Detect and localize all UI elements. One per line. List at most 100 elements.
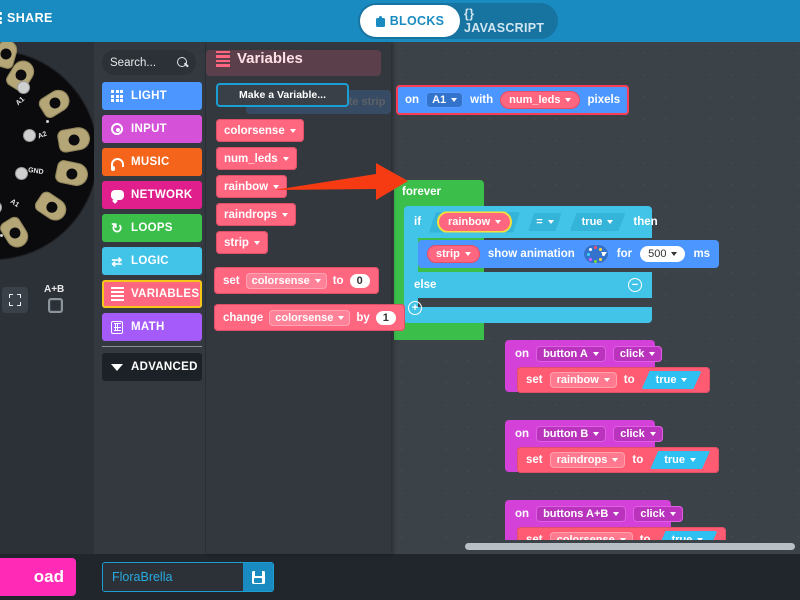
category-variables[interactable]: VARIABLES — [102, 280, 202, 308]
category-light[interactable]: LIGHT — [102, 82, 202, 110]
ab-button[interactable] — [48, 298, 63, 313]
flyout-variable-num-leds[interactable]: num_leds — [216, 147, 297, 170]
share-nodes-icon — [0, 12, 2, 24]
category-music-label: MUSIC — [131, 156, 170, 168]
chevron-down-icon — [600, 252, 607, 256]
lines-icon — [110, 287, 124, 301]
variable-dropdown[interactable]: colorsense — [245, 272, 327, 289]
category-loops[interactable]: ↻ LOOPS — [102, 214, 202, 242]
minus-circle-icon[interactable]: − — [628, 278, 642, 292]
flyout-variable-strip[interactable]: strip — [216, 231, 268, 254]
save-button[interactable] — [243, 563, 273, 591]
event-type-dropdown[interactable]: click — [633, 506, 683, 522]
change-value-input[interactable]: 1 — [375, 310, 396, 325]
chevron-down-icon — [649, 352, 656, 356]
flyout-variable-rainbow[interactable]: rainbow — [216, 175, 288, 198]
project-name-field[interactable]: FloraBrella — [102, 562, 274, 592]
block-else[interactable]: else − — [404, 272, 652, 298]
condition-variable-rainbow[interactable]: rainbow — [439, 213, 510, 231]
variable-label: num_leds — [224, 152, 278, 165]
boolean-value-dropdown[interactable]: true — [570, 213, 626, 231]
if-block-footer: + — [404, 301, 652, 323]
variable-label: rainbow — [224, 180, 269, 193]
block-show-animation[interactable]: strip show animation for 500 — [418, 240, 720, 268]
chevron-down-icon — [607, 220, 613, 224]
category-logic[interactable]: ⇄ LOGIC — [102, 247, 202, 275]
numleds-label: num_leds — [509, 94, 561, 106]
chevron-down-icon — [273, 184, 280, 189]
event-type-label: click — [619, 348, 645, 360]
block-set-rainbow-true[interactable]: set rainbow to true — [517, 367, 711, 393]
category-variables-label: VARIABLES — [131, 288, 200, 300]
tab-javascript[interactable]: {} JAVASCRIPT — [464, 5, 556, 37]
rainbow-animation-icon[interactable] — [582, 244, 609, 264]
variable-dropdown-raindrops[interactable]: raindrops — [549, 452, 626, 468]
pixels-label: pixels — [587, 94, 621, 106]
category-math[interactable]: MATH — [102, 313, 202, 341]
flyout-block-change-variable[interactable]: change colorsense by 1 — [214, 304, 405, 331]
strip-variable[interactable]: strip — [427, 245, 480, 263]
blocks-layer: on A1 with num_leds pixels forever if ra… — [0, 42, 800, 554]
chevron-down-icon — [253, 240, 260, 245]
chevron-down-icon — [565, 98, 572, 102]
to-label: to — [623, 374, 635, 386]
event-type-dropdown[interactable]: click — [612, 346, 663, 362]
category-list: LIGHT INPUT MUSIC NETWORK ↻ LOOPS ⇄ LOGI… — [102, 82, 202, 386]
shuffle-icon: ⇄ — [111, 253, 123, 269]
then-label: then — [633, 216, 658, 228]
comparison-operator-dropdown[interactable]: = — [528, 213, 561, 231]
category-network[interactable]: NETWORK — [102, 181, 202, 209]
block-if-then[interactable]: if rainbow = true then — [404, 206, 658, 238]
boolean-true-dropdown[interactable]: true — [642, 371, 702, 389]
chevron-down-icon — [613, 512, 620, 516]
chevron-down-icon — [289, 128, 296, 133]
share-button[interactable]: SHARE — [0, 9, 59, 27]
category-input[interactable]: INPUT — [102, 115, 202, 143]
if-label: if — [414, 216, 422, 228]
target-icon — [110, 122, 124, 136]
event-type-label: click — [640, 508, 665, 520]
variable-label: colorsense — [224, 124, 285, 137]
pin-dropdown[interactable]: A1 — [426, 92, 464, 108]
chevron-down-icon — [603, 378, 610, 382]
if-condition-slot[interactable]: rainbow — [429, 212, 520, 233]
tab-blocks[interactable]: BLOCKS — [360, 5, 460, 37]
flyout-block-set-variable[interactable]: set colorsense to 0 — [214, 267, 379, 294]
category-music[interactable]: MUSIC — [102, 148, 202, 176]
simulator-fullscreen-button[interactable] — [2, 287, 28, 313]
variable-dropdown-rainbow[interactable]: rainbow — [549, 372, 617, 388]
boolean-true-dropdown[interactable]: true — [650, 451, 710, 469]
button-source-dropdown[interactable]: buttons A+B — [536, 506, 627, 522]
project-name-input[interactable]: FloraBrella — [103, 563, 243, 591]
button-source-label: button B — [543, 428, 589, 440]
download-button[interactable]: oad — [0, 558, 76, 596]
event-type-dropdown[interactable]: click — [613, 426, 663, 442]
boolean-value-label: true — [581, 216, 603, 228]
flyout-variable-colorsense[interactable]: colorsense — [216, 119, 304, 142]
chevron-down-icon — [671, 252, 678, 256]
toolbox-pane: Search... LIGHT INPUT MUSIC NETWORK ↻ — [94, 42, 206, 554]
category-advanced[interactable]: ADVANCED — [102, 353, 202, 381]
plus-circle-icon[interactable]: + — [408, 301, 422, 315]
button-source-dropdown[interactable]: button B — [536, 426, 607, 442]
change-label: change — [223, 311, 264, 324]
variable-label: strip — [224, 236, 249, 249]
search-input[interactable]: Search... — [102, 50, 196, 75]
set-value-input[interactable]: 0 — [349, 273, 370, 288]
tab-blocks-label: BLOCKS — [389, 14, 445, 28]
workspace-scrollbar-thumb[interactable] — [465, 543, 795, 550]
variable-dropdown[interactable]: colorsense — [269, 309, 351, 326]
block-set-raindrops-true[interactable]: set raindrops to true — [517, 447, 719, 473]
flyout-variable-raindrops[interactable]: raindrops — [216, 203, 297, 226]
duration-dropdown[interactable]: 500 — [640, 246, 686, 262]
chevron-down-icon — [464, 252, 471, 256]
neopixel — [0, 202, 1, 213]
numleds-variable[interactable]: num_leds — [500, 91, 581, 109]
category-math-label: MATH — [131, 321, 165, 333]
set-label: set — [526, 374, 543, 386]
board-dot — [46, 120, 49, 123]
make-a-variable-button[interactable]: Make a Variable... — [216, 83, 349, 107]
button-source-dropdown[interactable]: button A — [536, 346, 606, 362]
block-set-strip-pixels[interactable]: on A1 with num_leds pixels — [396, 85, 630, 115]
